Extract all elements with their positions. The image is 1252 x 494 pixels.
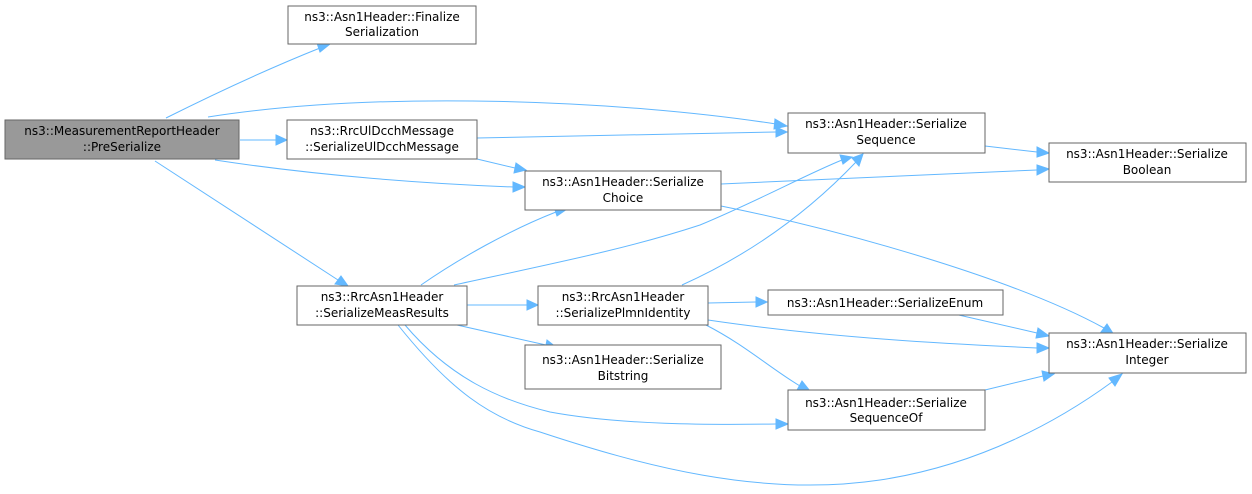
node-label-line-2: ::PreSerialize (83, 140, 161, 154)
node-label-line-1: ns3::RrcAsn1Header (562, 290, 685, 304)
edge-uldcch-to-serialize-choice (476, 158, 528, 174)
edge-preserialize-to-serialize-uldcch (240, 134, 289, 146)
edge-preserialize-to-serialize-sequence (207, 100, 789, 130)
edge-preserialize-to-serialize-choice (214, 159, 527, 193)
node-label-line-2: Choice (603, 191, 644, 205)
node-label-line-2: Serialization (345, 25, 419, 39)
node-label-line-1: ns3::Asn1Header::Serialize (805, 396, 967, 410)
node-serialize-sequence-of[interactable]: ns3::Asn1Header::Serialize SequenceOf (787, 389, 986, 431)
edge-sequence-to-boolean (984, 145, 1051, 158)
node-serialize-meas-results[interactable]: ns3::RrcAsn1Header ::SerializeMeasResult… (296, 285, 468, 326)
edge-meas-results-to-sequence-of (404, 324, 790, 430)
node-label-line-2: Integer (1125, 353, 1168, 367)
edge-meas-results-to-choice (420, 206, 569, 286)
edge-preserialize-to-finalize-serialization (165, 42, 332, 119)
node-serialize-enum[interactable]: ns3::Asn1Header::SerializeEnum (767, 289, 1004, 316)
node-label-line-1: ns3::RrcAsn1Header (321, 290, 444, 304)
edges (154, 42, 1124, 486)
node-label-line-1: ns3::Asn1Header::Serialize (1066, 147, 1228, 161)
edge-enum-to-integer (949, 312, 1051, 339)
edge-choice-to-boolean (720, 164, 1051, 185)
node-label-line-2: Bitstring (598, 369, 649, 383)
edge-preserialize-to-serialize-meas-results (154, 160, 350, 287)
node-label-line-1: ns3::Asn1Header::Serialize (542, 175, 704, 189)
node-serialize-boolean[interactable]: ns3::Asn1Header::Serialize Boolean (1048, 142, 1247, 183)
node-serialize-bitstring[interactable]: ns3::Asn1Header::Serialize Bitstring (524, 344, 722, 390)
node-serialize-uldcch-message[interactable]: ns3::RrcUlDcchMessage ::SerializeUlDcchM… (286, 119, 478, 160)
edge-plmn-to-integer (707, 319, 1051, 354)
node-label-line-2: Sequence (856, 133, 915, 147)
edge-plmn-to-sequence (681, 153, 864, 286)
node-label-line-1: ns3::Asn1Header::SerializeEnum (787, 296, 983, 310)
edge-plmn-to-sequence-of (705, 324, 812, 392)
node-label-line-2: SequenceOf (850, 411, 924, 425)
node-label-line-2: ::SerializePlmnIdentity (556, 306, 691, 320)
node-label-line-1: ns3::MeasurementReportHeader (24, 124, 220, 138)
node-serialize-plmn-identity[interactable]: ns3::RrcAsn1Header ::SerializePlmnIdenti… (537, 285, 709, 326)
node-label-line-1: ns3::Asn1Header::Serialize (1066, 337, 1228, 351)
node-serialize-sequence[interactable]: ns3::Asn1Header::Serialize Sequence (787, 112, 986, 154)
edge-meas-results-to-sequence (453, 154, 854, 286)
edge-choice-to-integer (720, 205, 1116, 336)
node-serialize-choice[interactable]: ns3::Asn1Header::Serialize Choice (524, 170, 722, 211)
edge-meas-results-to-plmn (467, 299, 540, 311)
edge-meas-results-to-integer (397, 324, 1124, 486)
edge-sequence-of-to-integer (984, 370, 1056, 391)
node-serialize-integer[interactable]: ns3::Asn1Header::Serialize Integer (1048, 332, 1247, 374)
node-label-line-2: ::SerializeUlDcchMessage (305, 140, 459, 154)
node-finalize-serialization[interactable]: ns3::Asn1Header::Finalize Serialization (287, 5, 477, 45)
node-label-line-1: ns3::Asn1Header::Finalize (304, 10, 460, 24)
edge-uldcch-to-serialize-sequence (476, 126, 789, 139)
edge-plmn-to-enum (707, 296, 769, 308)
node-measurement-report-preserialize[interactable]: ns3::MeasurementReportHeader ::PreSerial… (4, 119, 240, 160)
node-label-line-1: ns3::Asn1Header::Serialize (805, 117, 967, 131)
node-label-line-2: ::SerializeMeasResults (315, 306, 449, 320)
node-label-line-1: ns3::Asn1Header::Serialize (542, 353, 704, 367)
node-label-line-2: Boolean (1123, 163, 1172, 177)
node-label-line-1: ns3::RrcUlDcchMessage (310, 124, 454, 138)
